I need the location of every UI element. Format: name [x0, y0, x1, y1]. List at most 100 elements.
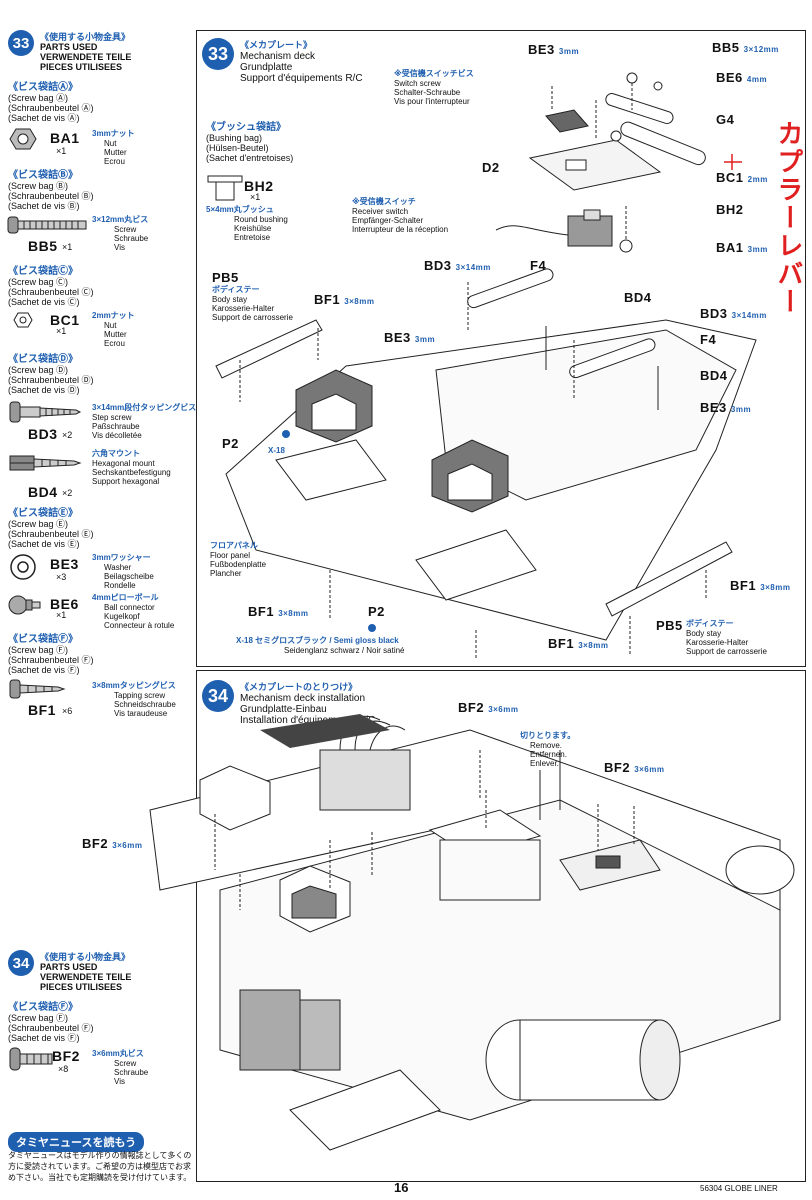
step33-title-fr: Support d'équipements R/C — [240, 73, 363, 84]
label-bd4-a: BD4 — [624, 290, 652, 305]
label-ba1: BA1 3mm — [716, 240, 768, 255]
bag-d-block: 《ビス袋詰Ⓓ》 (Screw bag Ⓓ) (Schraubenbeutel Ⓓ… — [8, 350, 94, 395]
bag-a-jp: 《ビス袋詰Ⓐ》 — [8, 82, 78, 93]
bc1-code: BC1 — [50, 312, 80, 328]
step33-title-en: Mechanism deck — [240, 51, 316, 62]
paint-note-line1: X-18 セミグロスブラック / Semi gloss black — [236, 636, 399, 645]
bf2-fr: Vis — [114, 1077, 125, 1086]
receiver-switch-note: ※受信機スイッチ Receiver switch Empfänger-Schal… — [352, 196, 448, 234]
bodystay-left-fr: Support de carrosserie — [212, 313, 293, 322]
be3-en: Washer — [104, 563, 132, 572]
label-p2-left: P2 — [222, 436, 239, 451]
ba1-desc: 3mmナット Nut Mutter Ecrou — [92, 128, 135, 166]
bf1-en: Tapping screw — [114, 691, 166, 700]
ba1-fr: Ecrou — [104, 157, 125, 166]
label-bf1-top: BF1 3×8mm — [314, 292, 375, 307]
label-bf1-bl: BF1 3×8mm — [248, 604, 309, 619]
bushing-bag-de: (Hülsen-Beutel) — [206, 143, 269, 153]
tamiya-news-line3: め下さい。当社でも定期購読を受け付けています。 — [8, 1173, 192, 1182]
bag-b-fr: (Sachet de vis Ⓑ) — [8, 201, 80, 211]
bf2-en: Screw — [114, 1059, 137, 1068]
bag-d-en: (Screw bag Ⓓ) — [8, 365, 69, 375]
step34-title-jp: 《メカプレートのとりつけ》 — [240, 682, 358, 692]
small-nut-icon — [13, 312, 33, 328]
label-bf2-a: BF2 3×6mm — [458, 700, 519, 715]
bf2-jp: 3×6mm丸ビス — [92, 1049, 144, 1058]
bag-c-en: (Screw bag Ⓒ) — [8, 277, 69, 287]
label-bf2-b: BF2 3×6mm — [604, 760, 665, 775]
be6-jp: 4mmピローボール — [92, 593, 159, 602]
bd3-jp: 3×14mm段付タッピングビス — [92, 403, 197, 412]
ball-connector-icon — [8, 595, 41, 615]
bb5-desc: 3×12mm丸ビス Screw Schraube Vis — [92, 214, 148, 252]
step34-panel — [196, 670, 806, 1182]
remove-de: Entfernen. — [530, 750, 567, 759]
bh2-en: Round bushing — [234, 215, 288, 224]
bd4-desc: 六角マウント Hexagonal mount Sechskantbefestig… — [92, 448, 171, 486]
bf1-code: BF1 — [28, 702, 56, 718]
tamiya-news-line2: 方に愛読されています。ご希望の方は模型店でお求 — [8, 1162, 191, 1171]
bd4-qty: ×2 — [62, 488, 73, 498]
bag-e-jp: 《ビス袋詰Ⓔ》 — [8, 508, 78, 519]
bf1-de: Schneidschraube — [114, 700, 176, 709]
step33-panel — [196, 30, 806, 667]
bag-c-de: (Schraubenbeutel Ⓒ) — [8, 287, 94, 297]
be6-code: BE6 — [50, 596, 79, 612]
bd4-jp: 六角マウント — [92, 449, 140, 458]
be6-fr: Connecteur à rotule — [104, 621, 175, 630]
bag-d-de: (Schraubenbeutel Ⓓ) — [8, 375, 94, 385]
bag-f2-en: (Screw bag Ⓕ) — [8, 1013, 69, 1023]
bag-c-jp: 《ビス袋詰Ⓒ》 — [8, 266, 78, 277]
step34-parts-badge: 34 — [8, 950, 34, 976]
switch-screw-de: Schalter-Schraube — [394, 88, 461, 97]
parts-used-34-title: PARTS USED VERWENDETE TEILE PIECES UTILI… — [40, 962, 131, 992]
label-bb5: BB5 3×12mm — [712, 40, 779, 55]
bf2-desc: 3×6mm丸ビス Screw Schraube Vis — [92, 1048, 148, 1086]
bh2-de: Kreishülse — [234, 224, 272, 233]
receiver-switch-en: Receiver switch — [352, 207, 409, 216]
parts-used-en: PARTS USED — [40, 42, 98, 52]
floor-panel-en: Floor panel — [210, 551, 251, 560]
bushing-bag-block: 《ブッシュ袋詰》 (Bushing bag) (Hülsen-Beutel) (… — [206, 118, 293, 163]
bc1-jp: 2mmナット — [92, 311, 135, 320]
label-f4-a: F4 — [530, 258, 547, 273]
bag-f-jp: 《ビス袋詰Ⓕ》 — [8, 634, 78, 645]
floor-panel-de: Fußbodenplatte — [210, 560, 267, 569]
bag-f2-fr: (Sachet de vis Ⓕ) — [8, 1033, 80, 1043]
ba1-en: Nut — [104, 139, 117, 148]
be3-code: BE3 — [50, 556, 79, 572]
switch-screw-jp: ※受信機スイッチビス — [394, 69, 474, 78]
bodystay-left-en: Body stay — [212, 295, 248, 304]
bodystay-right-de: Karosserie-Halter — [686, 638, 749, 647]
bf1-jp: 3×8mmタッピングビス — [92, 681, 176, 690]
parts-used-title: PARTS USED VERWENDETE TEILE PIECES UTILI… — [40, 42, 131, 72]
be6-de: Kugelkopf — [104, 612, 140, 621]
bb5-de: Schraube — [114, 234, 149, 243]
parts-used-jp: 《使用する小物金具》 — [40, 32, 131, 42]
step-screw-icon — [9, 401, 82, 423]
bag-f-block: 《ビス袋詰Ⓕ》 (Screw bag Ⓕ) (Schraubenbeutel Ⓕ… — [8, 630, 94, 675]
bb5-jp: 3×12mm丸ビス — [92, 215, 149, 224]
label-x18-left: X-18 — [268, 446, 285, 455]
bf2-qty: ×8 — [58, 1064, 69, 1074]
bag-f-de: (Schraubenbeutel Ⓕ) — [8, 655, 94, 665]
tamiya-news-text: タミヤニュースはモデル作りの情報誌として多くの 方に愛読されています。ご希望の方… — [8, 1150, 191, 1183]
be3-jp: 3mmワッシャー — [92, 553, 151, 562]
bag-e-block: 《ビス袋詰Ⓔ》 (Screw bag Ⓔ) (Schraubenbeutel Ⓔ… — [8, 504, 94, 549]
parts-used-34-en: PARTS USED — [40, 962, 98, 972]
tapping-screw-icon — [9, 679, 66, 699]
ba1-jp: 3mmナット — [92, 129, 135, 138]
handwritten-annotation: カプラーレバー — [773, 120, 803, 316]
label-be6: BE6 4mm — [716, 70, 768, 85]
floor-panel-note: フロアパネル Floor panel Fußbodenplatte Planch… — [210, 540, 266, 578]
bag-b-de: (Schraubenbeutel Ⓑ) — [8, 191, 94, 201]
bc1-fr: Ecrou — [104, 339, 125, 348]
bc1-en: Nut — [104, 321, 117, 330]
receiver-switch-jp: ※受信機スイッチ — [352, 197, 416, 206]
bag-a-fr: (Sachet de vis Ⓐ) — [8, 113, 80, 123]
label-bf1-right: BF1 3×8mm — [730, 578, 791, 593]
bag-f2-jp: 《ビス袋詰Ⓕ》 — [8, 1002, 78, 1013]
bc1-qty: ×1 — [56, 326, 67, 336]
hex-nut-icon — [9, 128, 37, 150]
bag-b-jp: 《ビス袋詰Ⓑ》 — [8, 170, 78, 181]
